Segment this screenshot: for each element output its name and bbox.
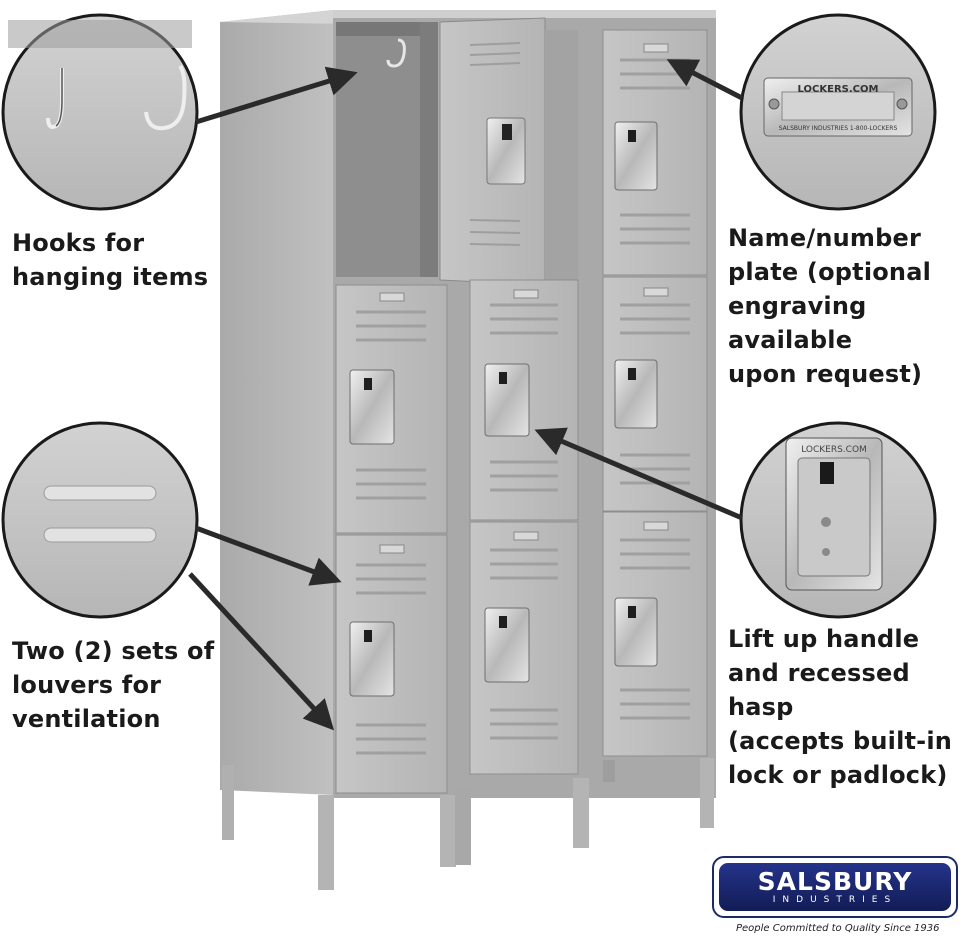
hooks-callout [1,13,199,211]
louvers-caption: Two (2) sets of louvers for ventilation [12,637,215,733]
locker-leg [222,765,234,840]
hooks-caption: Hooks for hanging items [12,229,209,291]
handle-callout [739,421,937,619]
louver-icon [43,527,157,543]
plate-bottom-text: SALSBURY INDUSTRIES 1-800-LOCKERS [779,125,898,132]
handle-caption: Lift up handle and recessed hasp (accept… [728,625,953,789]
arrow-icon [188,59,744,731]
salsbury-logo: SALSBURY INDUSTRIES [712,856,958,918]
locker-leg [603,760,615,782]
handle-hasp-icon [349,121,658,697]
louver-icon [356,58,690,755]
locker-leg [318,795,334,890]
louver-icon [43,485,157,501]
nameplate-callout [739,13,937,211]
locker-side-panel [220,10,333,795]
nameplate-caption: Name/number plate (optional engraving av… [728,224,932,388]
hook-icon [386,38,406,68]
locker-leg [700,758,714,828]
handle-hasp-icon [486,117,526,185]
brand-sub: INDUSTRIES [772,895,898,905]
locker-unit [220,10,716,890]
nameplate-icon [379,43,669,554]
brand-name: SALSBURY [757,867,913,896]
handle-callout-text: LOCKERS.COM [801,445,867,455]
plate-top-text: LOCKERS.COM [798,84,879,95]
locker-leg [455,790,471,865]
locker-leg [440,795,456,867]
locker-leg [573,778,589,848]
brand-tagline: People Committed to Quality Since 1936 [736,923,940,934]
hook-icon [144,64,187,131]
louvers-callout [1,421,199,619]
